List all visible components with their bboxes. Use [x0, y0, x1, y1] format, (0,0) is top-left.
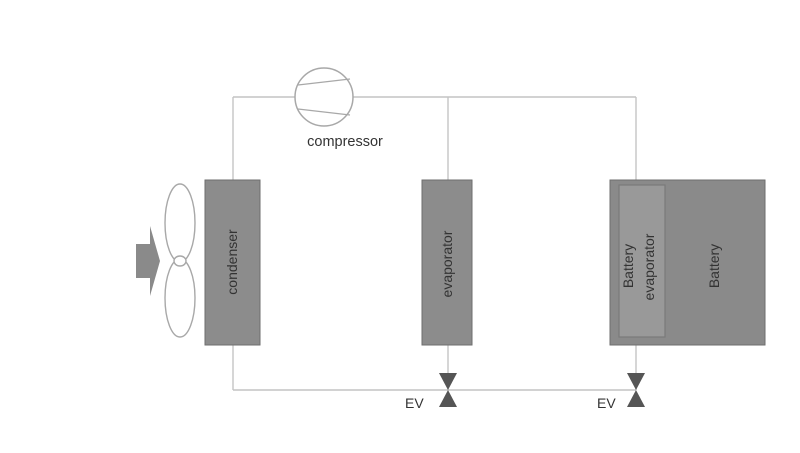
ev-left-label: EV — [405, 395, 424, 411]
battery-label: Battery — [706, 244, 722, 288]
compressor-label: compressor — [307, 134, 383, 150]
condenser-unit — [204, 179, 261, 346]
battery-evaporator-label-line2: evaporator — [641, 233, 657, 300]
refrigerant-pipes — [232, 96, 637, 391]
battery-evaporator-unit — [618, 184, 666, 338]
compressor-icon — [294, 67, 354, 127]
condenser-label: condenser — [224, 229, 240, 295]
ev-right-label: EV — [597, 395, 616, 411]
fan-icon — [164, 183, 196, 338]
airflow-arrow-icon — [136, 226, 160, 296]
evaporator-label: evaporator — [439, 230, 455, 297]
battery-evaporator-label-line1: Battery — [620, 244, 636, 288]
evaporator-unit — [421, 179, 473, 346]
expansion-valve-left-icon — [439, 373, 457, 407]
expansion-valve-right-icon — [627, 373, 645, 407]
